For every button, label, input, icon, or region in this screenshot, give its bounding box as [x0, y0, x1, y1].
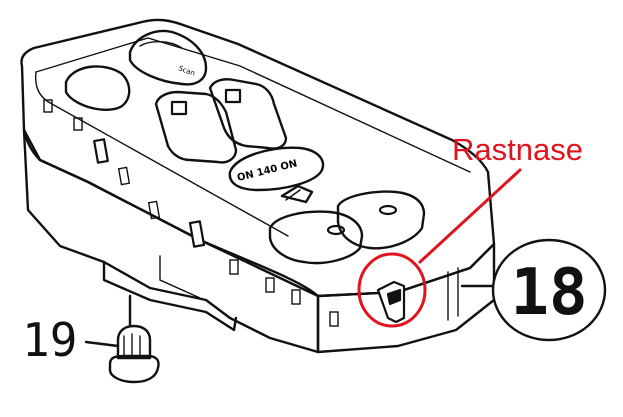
center-toggle-label: ON 140 ON	[236, 158, 298, 184]
part-number-circle	[491, 238, 607, 342]
center-toggle-switch[interactable]: ON 140 ON	[228, 146, 325, 192]
scan-knob-label: Scan	[177, 64, 196, 77]
part-number-18: 18	[510, 256, 587, 330]
window-switch-icon	[170, 100, 188, 116]
scan-knob[interactable]: Scan	[128, 29, 208, 86]
window-switch-right[interactable]	[208, 78, 288, 150]
window-switch-icon	[224, 88, 242, 104]
part-number-19: 19	[22, 313, 77, 367]
bulb-socket-part	[108, 294, 160, 384]
rocker-switch-right[interactable]	[336, 190, 426, 250]
window-switch-left[interactable]	[154, 90, 238, 164]
oval-recess	[64, 65, 131, 111]
locking-tab	[376, 280, 406, 324]
callout-leader-line	[418, 168, 522, 264]
part-18-label: 18	[460, 238, 607, 342]
highlight-circle	[357, 252, 427, 328]
rocker-switch-left[interactable]	[268, 210, 364, 265]
mirror-icon	[280, 184, 314, 204]
rastnase-callout: Rastnase	[357, 132, 583, 328]
callout-label: Rastnase	[452, 132, 583, 167]
part-19-label: 19	[22, 313, 120, 367]
